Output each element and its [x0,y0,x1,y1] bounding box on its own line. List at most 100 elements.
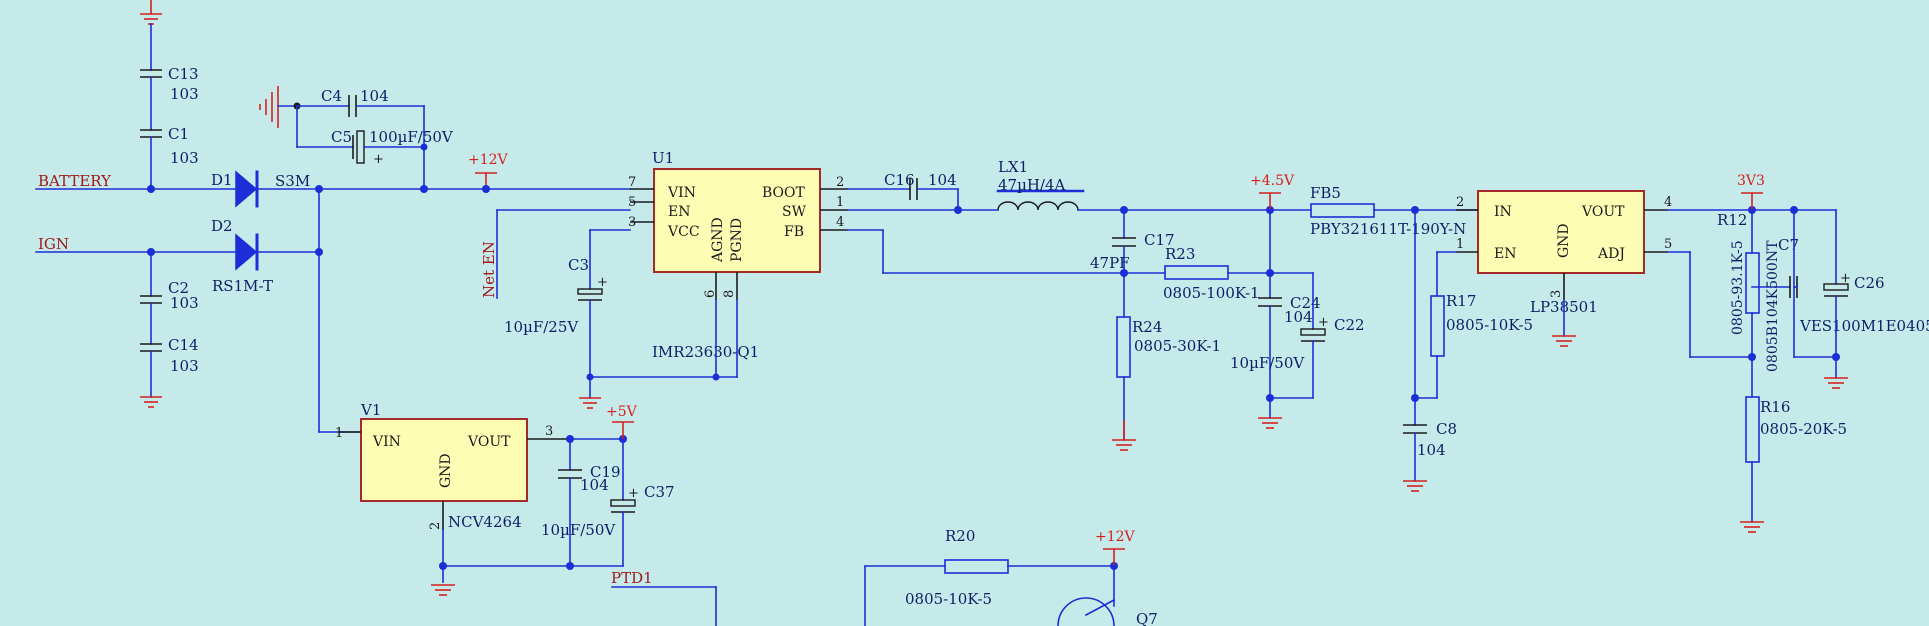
svg-text:+: + [628,486,639,501]
c16-value: 104 [928,171,957,189]
r24-ref: R24 [1132,318,1162,336]
v1-pin-vin: VIN [372,434,401,450]
u1-pin-sw: SW [782,204,807,220]
u8-pin-en: EN [1494,246,1516,262]
diode-d1: D1 S3M [211,170,310,208]
d2-value: RS1M-T [212,277,273,295]
rail-4v5-label: +4.5V [1250,173,1295,189]
c17-value: 47PF [1090,254,1130,272]
capacitor-c24: C24 104 [1258,294,1321,326]
c7-ref: C7 [1778,236,1799,254]
transistor-q7: Q7 [1057,597,1158,626]
c22-ref: C22 [1334,316,1365,334]
capacitor-c5: C5 100µF/50V + [331,128,454,167]
resistor-r16: R16 0805-20K-5 [1745,396,1847,463]
c13-ref: C13 [168,65,199,83]
rail-5v-label: +5V [606,404,638,420]
r17-value: 0805-10K-5 [1446,316,1533,334]
svg-text:8: 8 [722,290,737,298]
ic-u1: U1 7 5 3 VIN EN VCC BOOT SW FB 2 1 4 AGN… [628,149,848,361]
svg-text:3: 3 [628,215,636,230]
ground-symbol [1740,521,1764,533]
svg-text:4: 4 [836,215,844,230]
r16-value: 0805-20K-5 [1760,420,1847,438]
u1-ref: U1 [652,149,674,167]
c1-ref: C1 [168,125,189,143]
r20-value: 0805-10K-5 [905,590,992,608]
r17-ref: R17 [1446,292,1476,310]
capacitor-c4: C4 104 [321,87,389,117]
svg-text:4: 4 [1664,195,1672,210]
r23-value: 0805-100K-1 [1163,284,1260,302]
inductor-lx1: LX1 47µH/4A [996,158,1085,211]
fb5-value: PBY321611T-190Y-N [1310,220,1466,238]
lx1-value: 47µH/4A [998,176,1066,194]
power-rail-3v3: 3V3 [1737,173,1765,210]
c5-value: 100µF/50V [369,128,454,146]
net-ptd1: PTD1 [611,569,717,626]
r23-ref: R23 [1165,245,1195,263]
svg-text:+: + [1840,271,1851,286]
resistor-r12: R12 0805-93.1K-5 [1717,211,1760,335]
u1-part: IMR23630-Q1 [652,343,759,361]
u1-pin-vin: VIN [667,185,696,201]
capacitor-c19: C19 104 [558,438,621,567]
v1-pin-vout: VOUT [467,434,511,450]
capacitor-c13: C13 103 [140,65,199,103]
capacitor-c26: + C26 VES100M1E0405 [1799,271,1929,335]
ground-symbol [259,86,279,128]
svg-text:+: + [597,275,608,290]
c19-ref: C19 [590,463,621,481]
c8-ref: C8 [1436,420,1457,438]
power-rail-12v: +12V [468,152,509,193]
capacitor-c7: C7 0805B104K500NT [1751,236,1799,372]
r12-ref: R12 [1717,211,1747,229]
u1-pin-en: EN [668,204,690,220]
power-rail-5v: +5V [606,404,638,439]
c37-value: 10µF/50V [541,521,616,539]
svg-text:7: 7 [628,175,636,190]
power-rail-4v5: +4.5V [1250,173,1295,210]
c4-value: 104 [360,87,389,105]
u8-pin-in: IN [1494,204,1512,220]
resistor-r20: R20 0805-10K-5 [864,527,1118,626]
svg-text:3: 3 [545,424,553,439]
input-section: C13 103 C1 103 BATTERY D1 S3M IGN [35,0,631,433]
u1-pin-boot: BOOT [762,185,806,201]
rail-3v3-label: 3V3 [1737,173,1765,189]
v1-part: NCV4264 [448,513,522,531]
r12-value: 0805-93.1K-5 [1730,240,1746,335]
capacitor-c3: + C3 10µF/25V [504,229,631,409]
c26-ref: C26 [1854,274,1885,292]
fb5-ref: FB5 [1310,184,1341,202]
capacitor-c16: C16 104 [847,171,962,214]
ground-symbol [579,397,601,409]
ign-net-label: IGN [38,235,69,253]
rail-12v-label: +12V [468,152,509,168]
u1-pin-vcc: VCC [667,224,700,240]
ground-symbol [140,0,162,25]
capacitor-c8: C8 104 [1403,397,1457,492]
c1-value: 103 [170,149,199,167]
d1-ref: D1 [211,171,233,189]
c4-ref: C4 [321,87,342,105]
c13-value: 103 [170,85,199,103]
c22-value: 10µF/50V [1230,354,1305,372]
ground-symbol [1552,335,1576,347]
r16-ref: R16 [1760,398,1790,416]
svg-text:3: 3 [1549,290,1564,298]
svg-text:5: 5 [628,195,636,210]
diode-d2: D2 RS1M-T [211,217,273,295]
q7-ref: Q7 [1136,610,1158,626]
u1-pin-fb: FB [784,224,804,240]
svg-text:+: + [373,152,384,167]
c2-ref: C2 [168,279,189,297]
ic-v1: V1 1 VIN VOUT GND 3 2 NCV4264 [335,401,570,531]
lx1-ref: LX1 [998,158,1028,176]
resistor-r17: R17 0805-10K-5 [1430,292,1533,357]
c8-value: 104 [1417,441,1446,459]
rail-12v-bottom-label: +12V [1095,529,1136,545]
c17-ref: C17 [1144,231,1175,249]
svg-text:+: + [1318,315,1329,330]
